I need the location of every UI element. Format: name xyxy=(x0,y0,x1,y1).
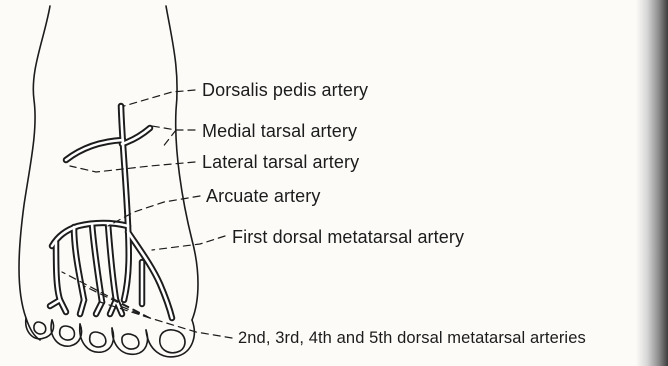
leader-other-4 xyxy=(62,272,150,318)
toe-nail-3 xyxy=(90,332,106,347)
toe-outline-2 xyxy=(112,328,148,354)
arteries xyxy=(50,106,172,318)
toe-nail-2 xyxy=(122,334,139,349)
label-other-dorsal-metatarsal-arteries: 2nd, 3rd, 4th and 5th dorsal metatarsal … xyxy=(238,328,586,348)
label-arcuate-artery: Arcuate artery xyxy=(206,186,320,206)
toe-outline-3 xyxy=(80,324,114,352)
label-medial-tarsal-artery: Medial tarsal artery xyxy=(202,121,357,141)
toe-nail-5 xyxy=(34,322,46,334)
toe-nail-4 xyxy=(60,326,75,340)
toe-outline-1 xyxy=(146,320,194,357)
leader-lateral-tarsal xyxy=(70,162,195,172)
toe-nail-1 xyxy=(160,330,185,353)
leader-dorsalis-pedis xyxy=(124,90,195,106)
first-dorsal-metatarsal-vessel xyxy=(128,232,172,318)
lateral-tarsal-vessel xyxy=(66,140,123,160)
leader-medial-tarsal-1 xyxy=(152,126,195,130)
foot-outline xyxy=(19,6,198,340)
toe-outline-4 xyxy=(51,320,81,346)
leader-medial-tarsal-2 xyxy=(162,130,176,148)
label-lateral-tarsal-artery: Lateral tarsal artery xyxy=(202,152,359,172)
label-first-dorsal-metatarsal-artery: First dorsal metatarsal artery xyxy=(232,227,464,247)
page-edge-shadow xyxy=(636,0,668,366)
label-dorsalis-pedis-artery: Dorsalis pedis artery xyxy=(202,80,368,100)
leader-first-dorsal-metatarsal xyxy=(152,236,225,250)
